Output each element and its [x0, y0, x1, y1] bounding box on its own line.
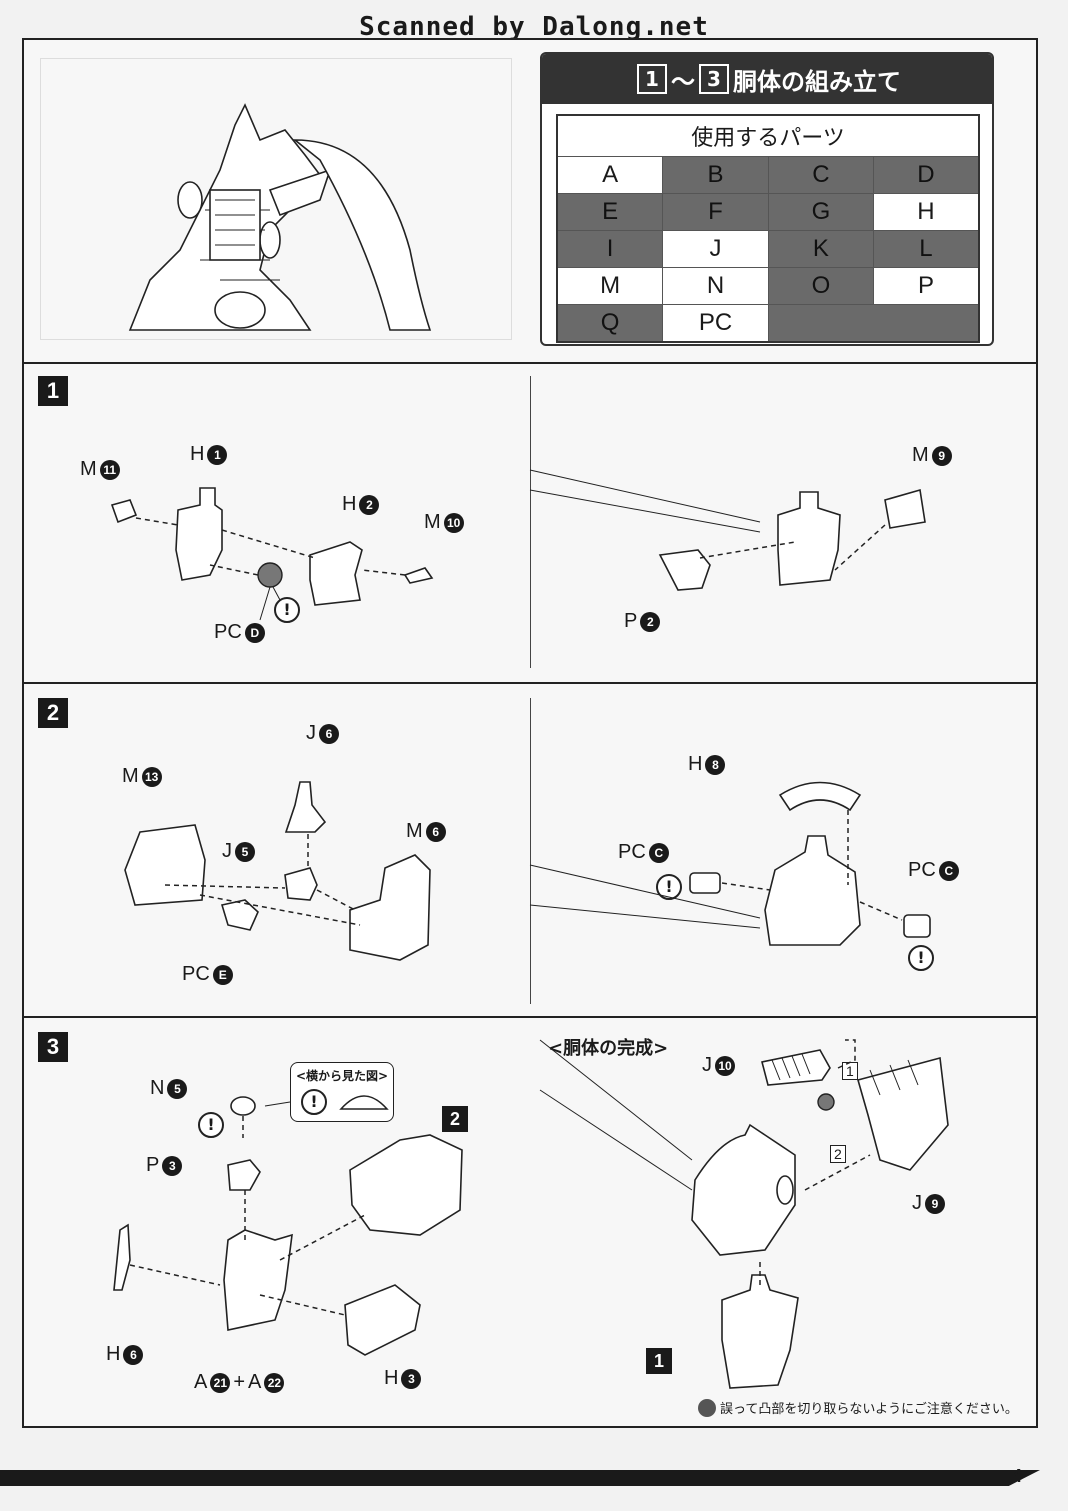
- parts-cell: I: [556, 230, 664, 268]
- parts-cell: E: [556, 193, 664, 231]
- tilde: ～: [671, 67, 695, 96]
- warning-icon: !: [908, 945, 934, 971]
- no-cut-icon: [698, 1398, 716, 1417]
- step-from-box: 1: [637, 64, 667, 94]
- section-divider: [22, 362, 1038, 364]
- page-number: 4: [1012, 1466, 1023, 1486]
- parts-cell: H: [872, 193, 980, 231]
- step2-right-diagram: [529, 781, 931, 946]
- column-divider: [530, 698, 531, 1004]
- ref-step-2: 2: [442, 1106, 468, 1132]
- parts-cell: K: [767, 230, 874, 268]
- complete-title: <胴体の完成>: [548, 1038, 669, 1059]
- parts-cell: N: [662, 267, 769, 305]
- parts-cell: A: [556, 156, 664, 194]
- parts-cell: G: [767, 193, 874, 231]
- step-number-2: 2: [38, 698, 68, 728]
- warning-icon: !: [301, 1089, 327, 1115]
- step1-left-diagram: [110, 487, 434, 621]
- step-number-1: 1: [38, 376, 68, 406]
- parts-table: 使用するパーツ A B C D E F G H I J K L M N O P …: [556, 114, 980, 343]
- side-view-callout: <横から見た図> !: [290, 1062, 394, 1122]
- step3-left-diagram: [113, 1096, 463, 1356]
- caution-text: 誤って凸部を切り取らないようにご注意ください。: [720, 1402, 1018, 1417]
- ref-step-1: 1: [646, 1348, 672, 1374]
- step1-right-diagram: [529, 469, 926, 591]
- section-title: 1 ～ 3 胴体の組み立て: [542, 54, 992, 104]
- parts-heading: 使用するパーツ: [556, 114, 980, 157]
- side-view-shape: [339, 1095, 389, 1110]
- parts-cell: M: [556, 267, 664, 305]
- section-title-text: 胴体の組み立て: [733, 67, 901, 96]
- parts-cell: C: [767, 156, 874, 194]
- parts-cell: PC: [662, 304, 769, 343]
- column-divider: [530, 376, 531, 668]
- complete-diagram: [539, 1039, 949, 1389]
- side-view-label: <横から見た図>: [295, 1069, 389, 1083]
- step-number-3: 3: [38, 1032, 68, 1062]
- section-divider: [22, 1016, 1038, 1018]
- step2-left-diagram: [124, 781, 431, 961]
- order-2-box: 2: [830, 1145, 846, 1163]
- parts-header-box: 1 ～ 3 胴体の組み立て 使用するパーツ A B C D E F G H I …: [540, 52, 994, 346]
- robot-illustration: [128, 103, 432, 331]
- section-divider: [22, 682, 1038, 684]
- parts-cell: Q: [556, 304, 664, 343]
- warning-icon: !: [198, 1112, 224, 1138]
- parts-cell: P: [872, 267, 980, 305]
- parts-cell: B: [662, 156, 769, 194]
- parts-cell: J: [662, 230, 769, 268]
- bleed-through: [40, 58, 512, 340]
- warning-icon: !: [656, 874, 682, 900]
- footer-bar: [0, 1470, 1040, 1486]
- step-to-box: 3: [699, 64, 729, 94]
- parts-cell: O: [767, 267, 874, 305]
- caution-note: 誤って凸部を切り取らないようにご注意ください。: [698, 1398, 1018, 1417]
- scanner-watermark: Scanned by Dalong.net: [359, 12, 709, 42]
- parts-cell: F: [662, 193, 769, 231]
- parts-cell: D: [872, 156, 980, 194]
- warning-icon: !: [274, 597, 300, 623]
- parts-cell: [767, 304, 980, 343]
- parts-cell: L: [872, 230, 980, 268]
